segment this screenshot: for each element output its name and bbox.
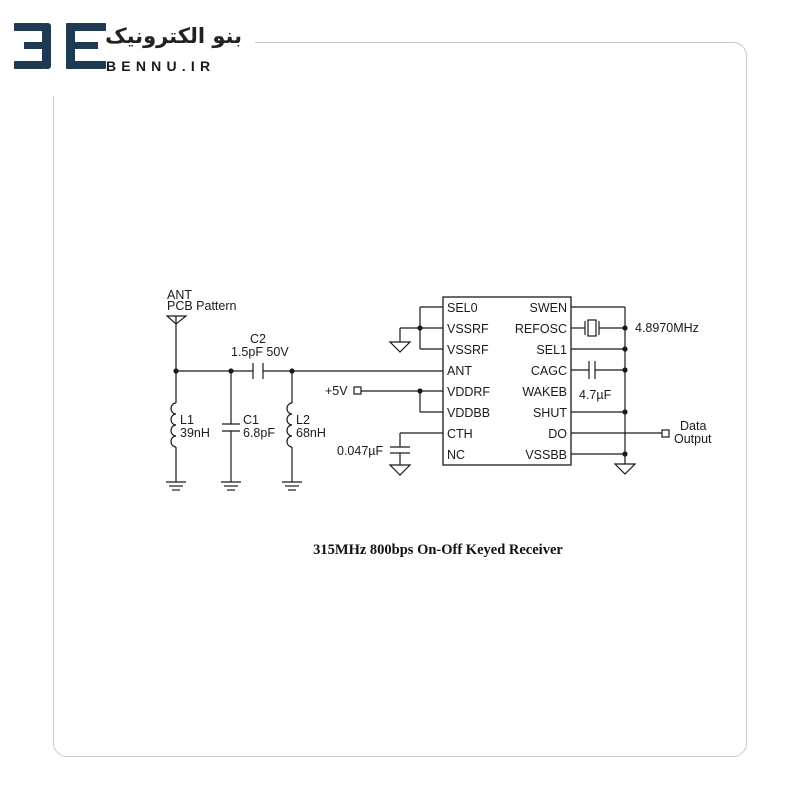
supply-label: +5V <box>325 384 348 398</box>
content-frame <box>53 42 747 757</box>
pin-swen: SWEN <box>530 301 568 315</box>
output-label-1: Data <box>680 419 706 433</box>
pin-sel1: SEL1 <box>536 343 567 357</box>
c1-capacitor <box>221 371 241 491</box>
pin-ant: ANT <box>447 364 472 378</box>
c1-name: C1 <box>243 413 259 427</box>
output-label-2: Output <box>674 432 712 446</box>
right-bus <box>571 306 637 475</box>
vssrf-ground-net <box>388 327 443 353</box>
cagc-cap-value: 4.7µF <box>579 388 612 402</box>
data-output-net <box>571 429 670 438</box>
crystal <box>571 319 625 337</box>
c1-value: 6.8pF <box>243 426 275 440</box>
brand-name-latin: BENNU.IR <box>106 58 216 74</box>
l1-name: L1 <box>180 413 194 427</box>
l1-value: 39nH <box>180 426 210 440</box>
l2-value: 68nH <box>296 426 326 440</box>
c2-name: C2 <box>250 332 266 346</box>
pin-cagc: CAGC <box>531 364 567 378</box>
junction-dot <box>622 346 628 352</box>
pin-vddbb: VDDBB <box>447 406 490 420</box>
pin-vssbb: VSSBB <box>525 448 567 462</box>
junction-dot <box>622 409 628 415</box>
l1-inductor <box>166 371 186 491</box>
pin-refosc: REFOSC <box>515 322 567 336</box>
l2-name: L2 <box>296 413 310 427</box>
cagc-capacitor <box>571 361 625 379</box>
antenna-sublabel: PCB Pattern <box>167 299 237 313</box>
junction-dot <box>622 451 628 457</box>
figure-caption: 315MHz 800bps On-Off Keyed Receiver <box>313 542 563 558</box>
pin-shut: SHUT <box>533 406 567 420</box>
l2-inductor <box>282 371 302 491</box>
pin-wakeb: WAKEB <box>522 385 567 399</box>
pin-do: DO <box>548 427 567 441</box>
crystal-value: 4.8970MHz <box>635 321 699 335</box>
pin-nc: NC <box>447 448 465 462</box>
c2-value: 1.5pF 50V <box>231 345 289 359</box>
pin-vddrf: VDDRF <box>447 385 490 399</box>
ic-body <box>442 296 572 466</box>
cth-capacitor <box>388 432 443 476</box>
pin-cth: CTH <box>447 427 473 441</box>
junction-dot <box>417 388 423 394</box>
supply-net <box>353 386 443 413</box>
cth-cap-value: 0.047µF <box>337 444 383 458</box>
pin-vssrf-2: VSSRF <box>447 343 489 357</box>
brand-name-persian: بنو الکترونیک <box>105 24 242 48</box>
pin-sel0: SEL0 <box>447 301 478 315</box>
brand-logo <box>10 18 110 74</box>
c2-capacitor <box>252 363 264 379</box>
pin-vssrf-1: VSSRF <box>447 322 489 336</box>
antenna-label: ANT <box>167 288 192 302</box>
antenna-symbol <box>165 315 188 371</box>
